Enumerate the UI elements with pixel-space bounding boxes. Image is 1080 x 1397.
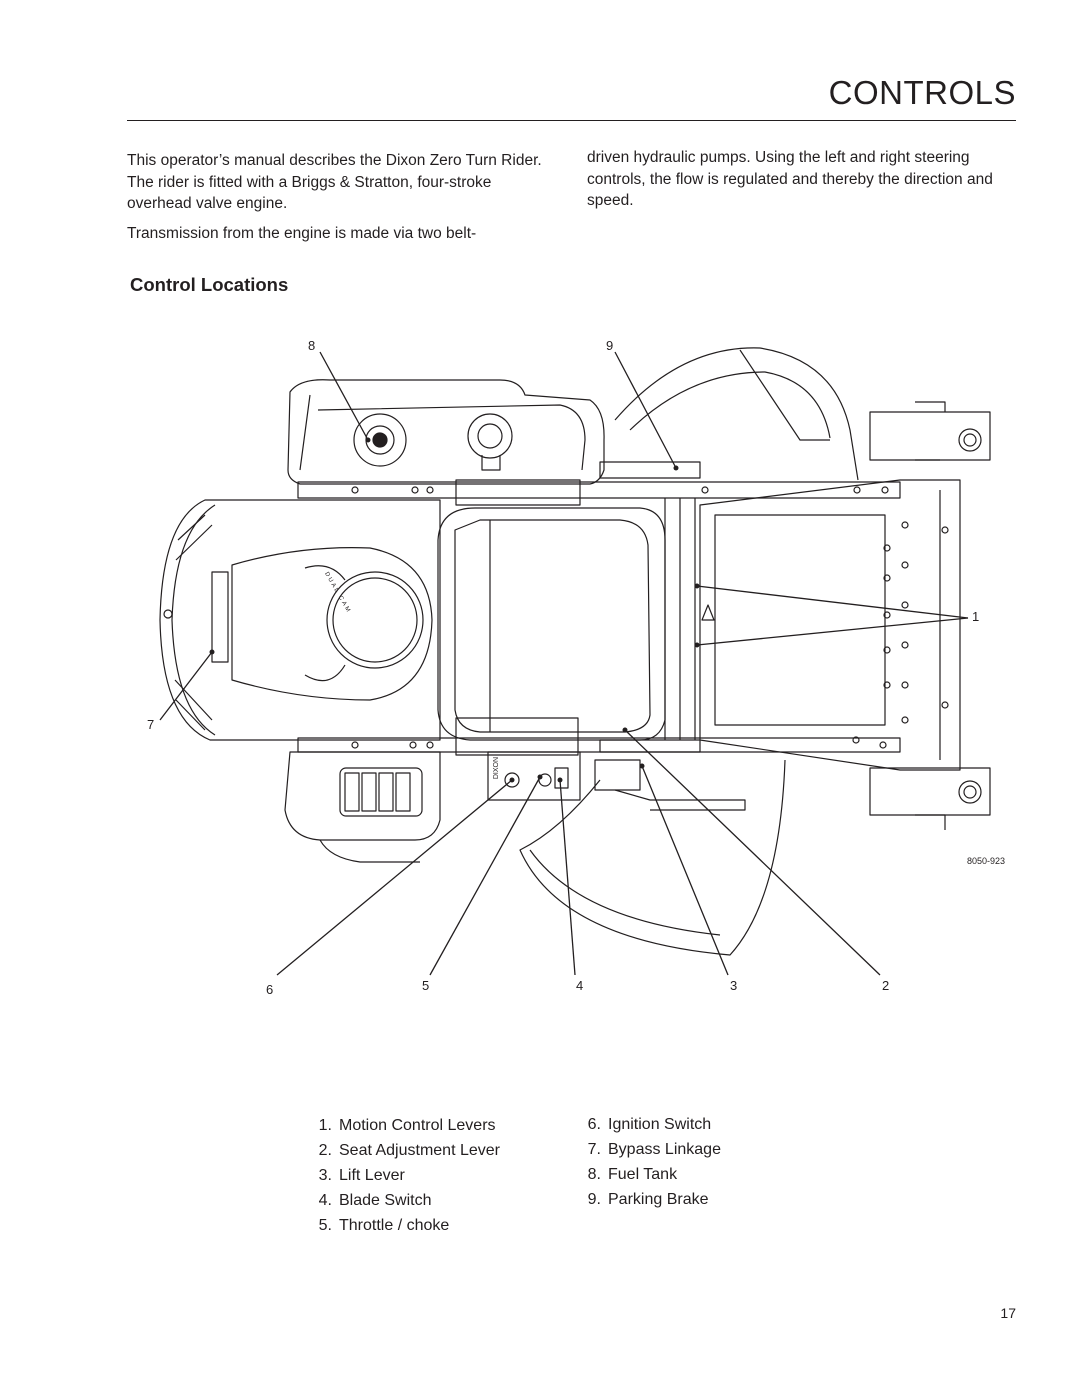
fuel-tank (287, 379, 605, 485)
page-title: CONTROLS (828, 74, 1016, 111)
legend-num: 5. (318, 1217, 332, 1234)
legend-num: 2. (318, 1142, 332, 1159)
callout-7: 7 (147, 717, 155, 732)
legend-item: 2. Seat Adjustment Lever (304, 1138, 500, 1163)
engine-flywheel-icon (326, 571, 424, 669)
legend-label: Parking Brake (608, 1191, 709, 1208)
legend-label: Blade Switch (339, 1192, 432, 1209)
legend-item: 8. Fuel Tank (573, 1162, 721, 1187)
callout-5: 5 (422, 978, 430, 993)
section-heading: Control Locations (130, 274, 289, 295)
deck-outline (614, 347, 859, 481)
intro-right-column: driven hydraulic pumps. Using the left a… (587, 147, 1027, 220)
legend-item: 7. Bypass Linkage (573, 1137, 721, 1162)
front-frame (699, 479, 961, 771)
legend-item: 5. Throttle / choke (304, 1213, 500, 1238)
intro-paragraph: This operator’s manual describes the Dix… (127, 152, 542, 212)
figure-code: 8050-923 (967, 856, 1006, 866)
callout-3: 3 (730, 978, 738, 993)
intro-left-column: This operator’s manual describes the Dix… (127, 150, 557, 252)
legend-label: Bypass Linkage (608, 1141, 721, 1158)
legend-num: 9. (587, 1191, 601, 1208)
title-rule (127, 120, 1016, 121)
legend-right: 6. Ignition Switch 7. Bypass Linkage 8. Fue… (573, 1112, 721, 1212)
ignition-switch-icon (504, 772, 520, 788)
legend-label: Motion Control Levers (339, 1117, 496, 1134)
legend-num: 7. (587, 1141, 601, 1158)
legend-num: 3. (318, 1167, 332, 1184)
legend-item: 9. Parking Brake (573, 1187, 721, 1212)
legend-label: Seat Adjustment Lever (339, 1142, 500, 1159)
engine-housing (159, 499, 441, 741)
legend-label: Lift Lever (339, 1167, 405, 1184)
legend-item: 1. Motion Control Levers (304, 1113, 500, 1138)
seat (437, 507, 666, 741)
legend-num: 1. (318, 1117, 332, 1134)
legend-label: Ignition Switch (608, 1116, 712, 1133)
engine-blower-housing (231, 547, 433, 701)
battery-box (284, 751, 441, 841)
blade-switch-icon (554, 767, 569, 789)
legend-item: 4. Blade Switch (304, 1188, 500, 1213)
legend-item: 3. Lift Lever (304, 1163, 500, 1188)
panel-brand-text: DIXON (493, 757, 500, 780)
front-left-caster (869, 411, 991, 461)
left-control-lever (455, 479, 581, 506)
fuel-cap-icon (353, 413, 407, 467)
callout-6: 6 (266, 982, 274, 997)
callout-8: 8 (308, 338, 316, 353)
callout-4: 4 (576, 978, 584, 993)
legend-item: 6. Ignition Switch (573, 1112, 721, 1137)
legend-label: Fuel Tank (608, 1166, 678, 1183)
frame-rail-bottom (297, 737, 901, 753)
right-control-lever (455, 717, 579, 756)
legend-num: 6. (587, 1116, 601, 1133)
frame-rail-top (297, 481, 901, 499)
intro-paragraph: Transmission from the engine is made via… (127, 224, 477, 242)
callout-2: 2 (882, 978, 890, 993)
page-number: 17 (1000, 1305, 1016, 1321)
intro-paragraph: driven hydraulic pumps. Using the left a… (587, 149, 993, 209)
callout-9: 9 (606, 338, 614, 353)
callout-1: 1 (972, 609, 980, 624)
legend-num: 8. (587, 1166, 601, 1183)
legend-left: 1. Motion Control Levers 2. Seat Adjustmen… (304, 1113, 500, 1238)
control-panel (487, 751, 581, 801)
front-right-caster (869, 767, 991, 816)
legend-num: 4. (318, 1192, 332, 1209)
legend-label: Throttle / choke (339, 1217, 450, 1234)
